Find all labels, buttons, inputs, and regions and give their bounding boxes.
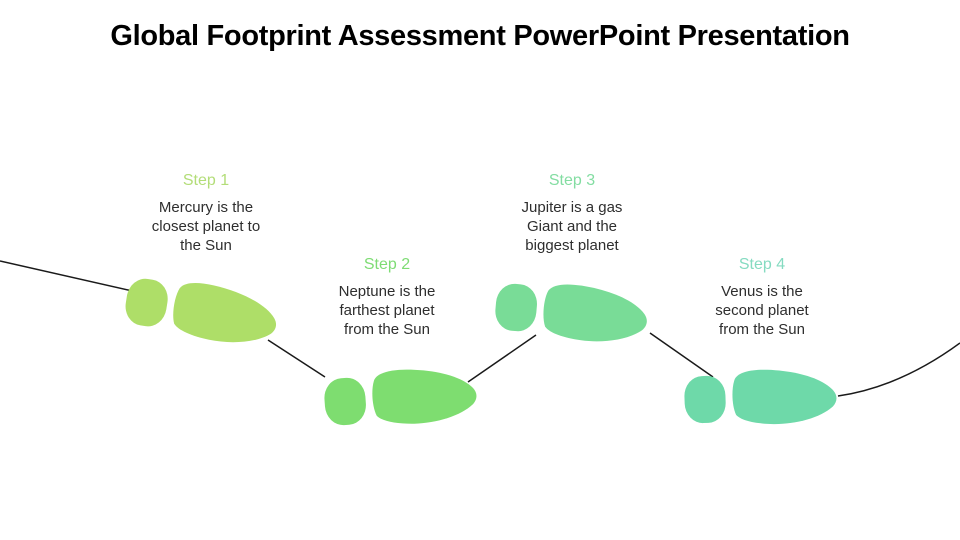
step-3-description: Jupiter is a gas Giant and the biggest p… xyxy=(521,199,623,254)
step-1-label: Step 1 xyxy=(182,172,230,189)
footprint-icon-step-2 xyxy=(322,364,479,430)
step-2-description: Neptune is the farthest planet from the … xyxy=(338,283,436,338)
step-3-block: Step 3 Jupiter is a gas Giant and the bi… xyxy=(507,172,637,255)
step-4-description: Venus is the second planet from the Sun xyxy=(715,283,809,338)
footprint-icon-step-1 xyxy=(122,271,281,350)
footprint-icon-step-3 xyxy=(493,278,650,346)
page-title: Global Footprint Assessment PowerPoint P… xyxy=(110,20,850,52)
footprint-icon-step-4 xyxy=(683,367,838,428)
step-4-block: Step 4 Venus is the second planet from t… xyxy=(697,256,827,339)
step-1-description: Mercury is the closest planet to the Sun xyxy=(151,199,261,254)
step-2-label: Step 2 xyxy=(363,256,411,273)
connector-line xyxy=(0,260,960,397)
step-3-label: Step 3 xyxy=(548,172,596,189)
step-2-block: Step 2 Neptune is the farthest planet fr… xyxy=(322,256,452,339)
step-4-label: Step 4 xyxy=(738,256,786,273)
step-1-block: Step 1 Mercury is the closest planet to … xyxy=(141,172,271,255)
